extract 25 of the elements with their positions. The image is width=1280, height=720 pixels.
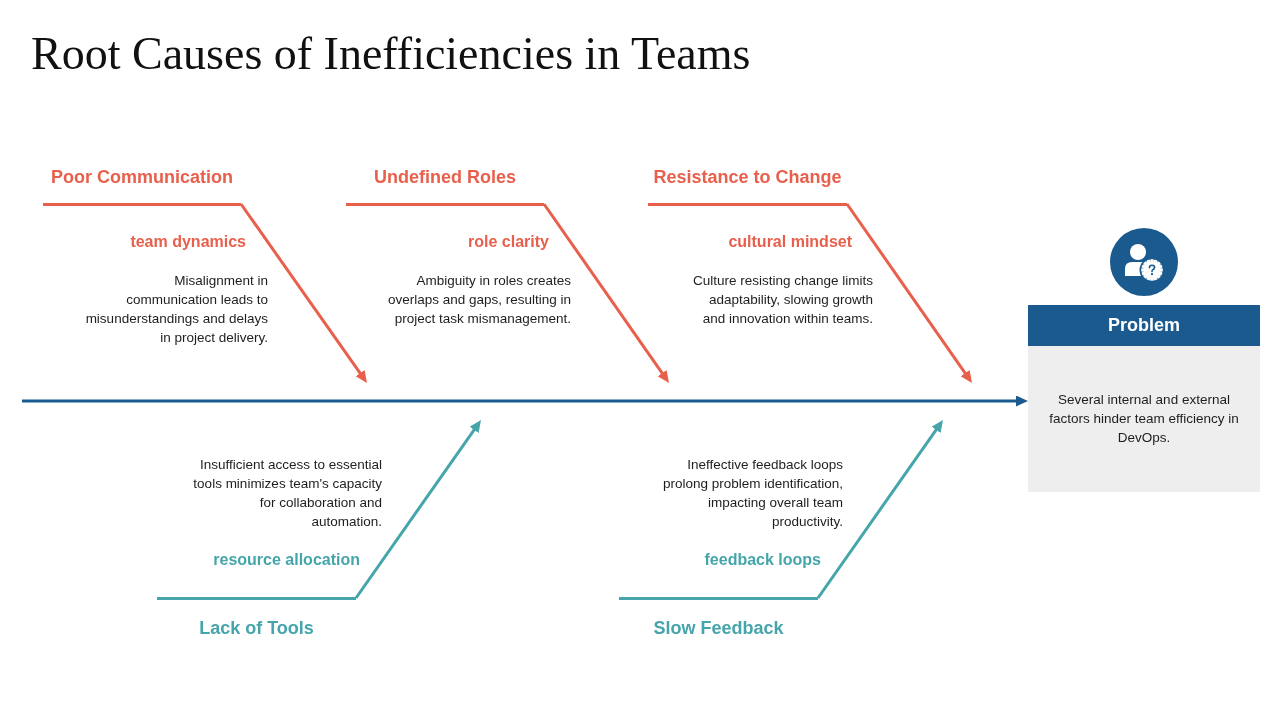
- cause-heading: Slow Feedback: [619, 596, 818, 641]
- problem-description: Several internal and external factors hinder team efficiency in DevOps.: [1048, 391, 1240, 447]
- cause-description: Culture resisting change limits adaptability, slowing growth and innovation within teams.: [691, 272, 873, 328]
- cause-description: Misalignment in communication leads to misunderstandings and delays in project delivery.: [84, 272, 268, 347]
- title: Root Causes of Inefficiencies in Teams: [31, 27, 751, 81]
- cause-heading: Undefined Roles: [346, 162, 544, 206]
- sub-cause-label: resource allocation: [213, 550, 360, 570]
- cause-heading: Lack of Tools: [157, 596, 356, 641]
- sub-cause-label: team dynamics: [130, 232, 246, 252]
- cause-heading: Resistance to Change: [648, 162, 847, 206]
- arrow: [354, 419, 483, 599]
- arrow: [542, 203, 671, 384]
- cause-description: Ambiguity in roles creates overlaps and gaps, resulting in project task mismanagement.: [386, 272, 571, 328]
- sub-cause-label: feedback loops: [704, 550, 821, 570]
- problem-box: [1028, 305, 1260, 492]
- sub-cause-label: role clarity: [468, 232, 549, 252]
- arrow: [239, 203, 369, 384]
- cause-description: Insufficient access to essential tools minimizes team's capacity for collaboration and automation.: [193, 456, 382, 531]
- problem-header: Problem: [1028, 305, 1260, 346]
- arrow: [816, 419, 945, 599]
- cause-heading: Poor Communication: [43, 162, 241, 206]
- arrow: [845, 203, 974, 384]
- arrow: [22, 395, 1028, 407]
- sub-cause-label: cultural mindset: [728, 232, 852, 252]
- cause-description: Ineffective feedback loops prolong problem identification, impacting overall team productivity.: [661, 456, 843, 531]
